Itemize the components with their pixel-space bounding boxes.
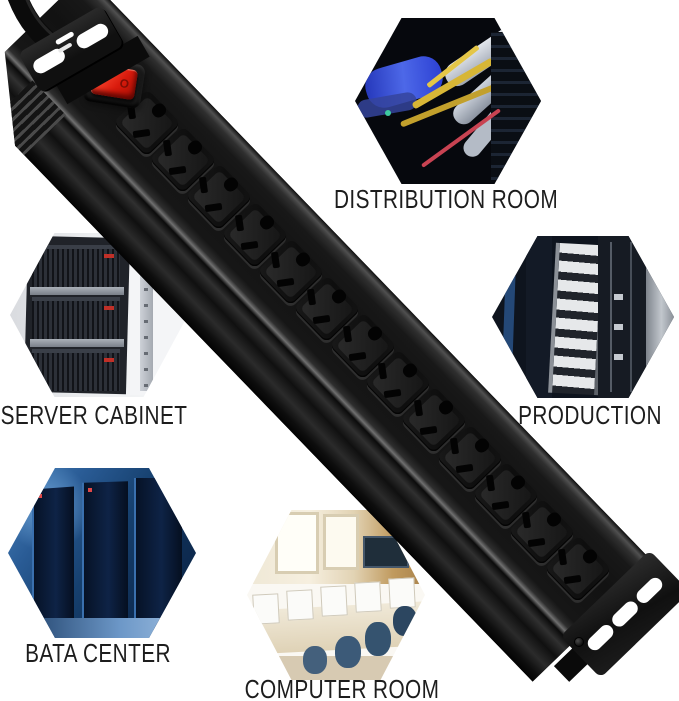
photo-shape-monitor bbox=[320, 585, 348, 617]
screw bbox=[574, 637, 584, 647]
photo-shape-connector bbox=[614, 354, 623, 360]
photo-shape-connector bbox=[614, 324, 623, 330]
data-center-photo bbox=[8, 468, 196, 638]
caption-data-center: BATA CENTER bbox=[25, 638, 171, 668]
bracket-hole bbox=[73, 21, 111, 52]
photo-shape-rack-panel bbox=[491, 32, 541, 180]
caption-computer-room: COMPUTER ROOM bbox=[244, 674, 440, 701]
photo-shape-monitor bbox=[286, 589, 314, 621]
bracket-hole bbox=[633, 574, 666, 606]
caption-server-cabinet: SERVER CABINET bbox=[0, 400, 188, 430]
photo-shape-monitor bbox=[354, 581, 382, 613]
photo-shape-label bbox=[104, 306, 114, 310]
photo-shape-led bbox=[88, 488, 92, 492]
photo-shape-rail-holes bbox=[144, 243, 148, 387]
photo-shape-label bbox=[104, 254, 114, 258]
photo-shape-metal-frame bbox=[646, 240, 674, 394]
photo-shape-rail bbox=[30, 339, 124, 347]
caption-distribution-room: DISTRIBUTION ROOM bbox=[334, 184, 559, 214]
photo-shape-server-rack bbox=[82, 481, 128, 629]
photo-shape-rail bbox=[30, 287, 124, 295]
photo-shape-floor bbox=[8, 618, 196, 638]
photo-shape-server-unit bbox=[32, 349, 120, 391]
photo-shape-led bbox=[385, 110, 391, 116]
photo-shape-chair bbox=[303, 646, 327, 674]
photo-shape-server-rack bbox=[32, 486, 74, 622]
distribution-room-photo bbox=[355, 18, 541, 184]
photo-shape-server-unit bbox=[32, 245, 120, 287]
switch-off-symbol: O bbox=[118, 75, 131, 92]
photo-shape-connector bbox=[614, 294, 623, 300]
photo-shape-blue-glow bbox=[501, 259, 517, 377]
photo-shape-monitor bbox=[388, 577, 416, 609]
photo-shape-window-pane bbox=[323, 514, 359, 570]
bracket-hole bbox=[609, 598, 641, 630]
photo-shape-led bbox=[38, 494, 42, 498]
photo-shape-highlight-line bbox=[610, 242, 612, 392]
photo-shape-label bbox=[104, 358, 114, 362]
photo-shape-chair bbox=[393, 606, 417, 636]
photo-shape-window-pane bbox=[275, 512, 319, 574]
photo-shape-highlight-line bbox=[630, 242, 632, 392]
production-photo bbox=[492, 236, 674, 398]
bracket-hole bbox=[584, 622, 617, 654]
photo-shape-monitor bbox=[252, 593, 280, 625]
photo-shape-server-rack bbox=[134, 478, 182, 630]
photo-shape-chair bbox=[365, 622, 391, 656]
photo-shape-dark-panel bbox=[598, 236, 648, 398]
photo-shape-server-unit bbox=[32, 297, 120, 339]
photo-shape-chair bbox=[335, 636, 361, 668]
photo-shape-dark-panel bbox=[526, 236, 552, 398]
caption-production: PRODUCTION bbox=[518, 400, 662, 430]
bracket-slot bbox=[57, 42, 73, 54]
extrusion-end-cap bbox=[0, 80, 66, 155]
